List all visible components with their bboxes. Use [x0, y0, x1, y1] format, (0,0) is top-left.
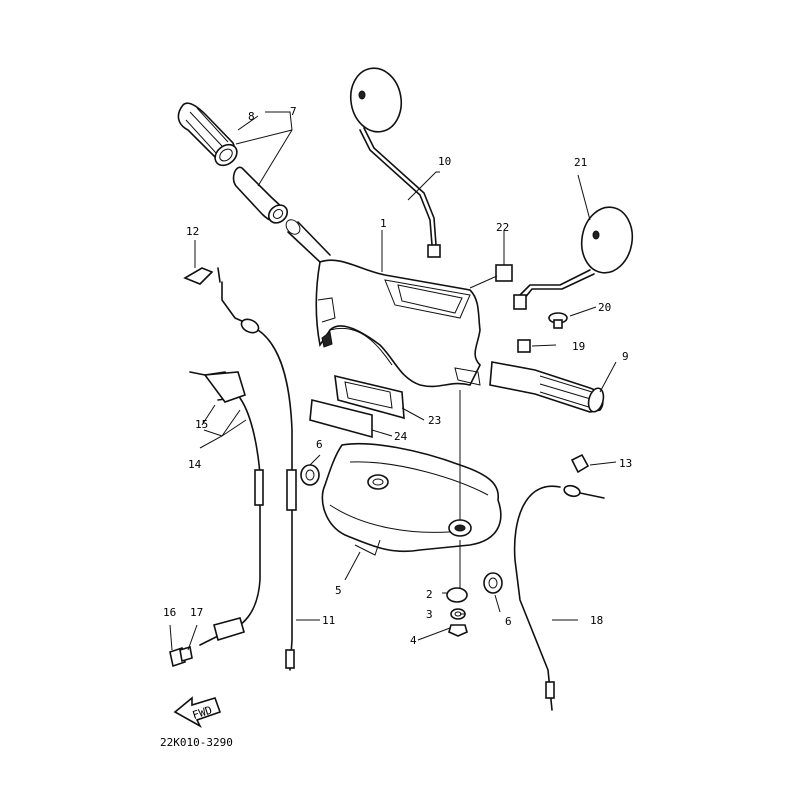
callout-1: 1 — [380, 217, 387, 230]
callout-15: 15 — [195, 418, 208, 431]
right-grip — [489, 361, 605, 413]
callout-24: 24 — [394, 430, 408, 443]
callout-2: 2 — [426, 588, 433, 601]
cable-14 — [189, 371, 264, 646]
pad-23 — [334, 374, 405, 420]
callout-3: 3 — [426, 608, 433, 621]
bracket-12 — [183, 267, 214, 285]
pad-24 — [309, 398, 373, 439]
callout-8: 8 — [248, 110, 255, 123]
callout-17: 17 — [190, 606, 203, 619]
callout-19: 19 — [572, 340, 585, 353]
grommet-6-left — [300, 464, 320, 486]
bracket-13 — [570, 453, 590, 474]
screw-20 — [548, 312, 568, 329]
leader-lines — [169, 111, 617, 651]
callout-7: 7 — [290, 105, 297, 118]
cable-11 — [217, 267, 297, 671]
damper-2 — [446, 587, 468, 603]
handlebar-cover — [315, 259, 481, 388]
callout-11: 11 — [322, 614, 335, 627]
callout-22: 22 — [496, 221, 509, 234]
callout-14: 14 — [188, 458, 202, 471]
callout-6a: 6 — [316, 438, 323, 451]
label-plate-19 — [517, 339, 531, 353]
callout-9: 9 — [622, 350, 629, 363]
cable-18 — [513, 484, 605, 711]
fwd-label: FWD — [191, 704, 214, 723]
callout-21: 21 — [574, 156, 587, 169]
callout-23: 23 — [428, 414, 441, 427]
label-plate-22 — [495, 264, 513, 282]
callout-12: 12 — [186, 225, 199, 238]
throttle-tube — [232, 166, 289, 224]
callout-20: 20 — [598, 301, 611, 314]
callout-13: 13 — [619, 457, 632, 470]
callout-4: 4 — [410, 634, 417, 647]
part-17 — [179, 645, 193, 663]
callout-16: 16 — [163, 606, 176, 619]
callout-5: 5 — [335, 584, 342, 597]
nut-4 — [448, 624, 468, 637]
grommet-6-right — [483, 572, 503, 594]
callout-6b: 6 — [505, 615, 512, 628]
diagram-code: 22K010-3290 — [160, 736, 233, 749]
handlebar-left-stub — [287, 221, 331, 263]
callout-18: 18 — [590, 614, 603, 627]
lower-cover — [321, 442, 502, 556]
right-mirror — [513, 206, 634, 310]
fwd-arrow-icon: FWD — [173, 696, 222, 728]
left-mirror — [349, 67, 441, 258]
left-grip — [177, 102, 238, 167]
callout-10: 10 — [438, 155, 451, 168]
